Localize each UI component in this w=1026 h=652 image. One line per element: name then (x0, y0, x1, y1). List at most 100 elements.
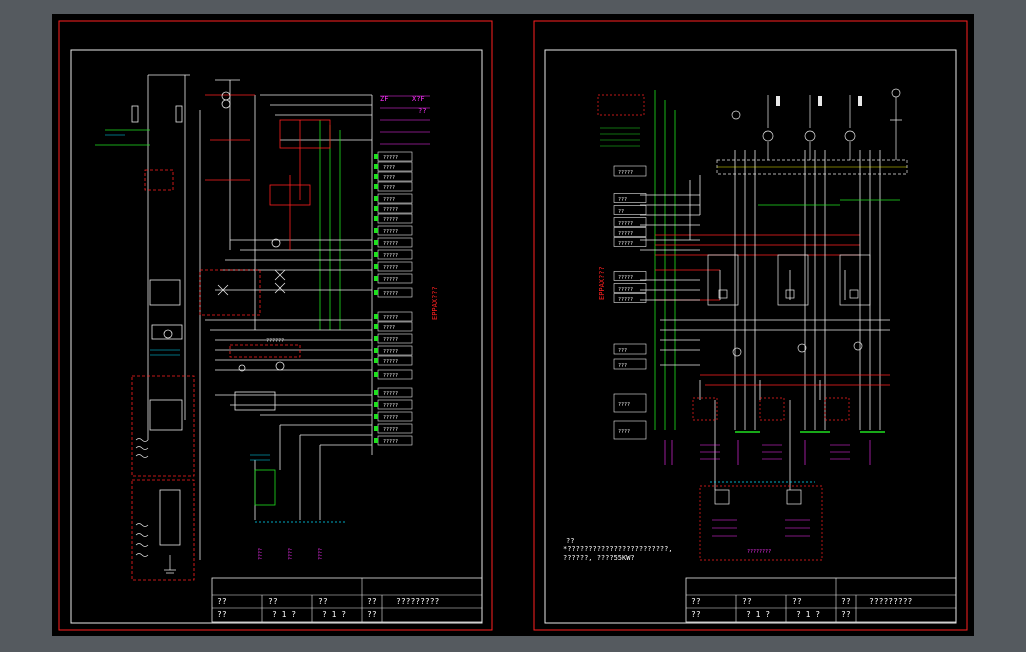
terminal-label: ????? (383, 415, 398, 421)
terminal-label: ????? (383, 207, 398, 213)
sheet1-title-block: ?? ?? ?? ?? ????????? ?? ? 1 ? ? 1 ? ?? (211, 577, 483, 623)
terminal-marker (374, 402, 378, 407)
motor-icon (762, 130, 774, 142)
sheet1-inner-frame (70, 49, 483, 624)
terminal-marker (374, 438, 378, 443)
terminal-marker (374, 252, 378, 257)
sheet1-note-3: ?? (418, 107, 426, 115)
terminal-label: ????? (383, 403, 398, 409)
sheet1-coil-symbols (135, 438, 176, 574)
terminal-label: ????? (383, 373, 398, 379)
sheet2-note-line-2: ??????, ????55KW? (563, 554, 635, 562)
sheet2-vertical-label: EPPAX??? (598, 266, 606, 300)
sheet1-tb-r1c4: ?? (367, 597, 377, 606)
terminal-marker (374, 290, 378, 295)
input-box-label: ???? (618, 429, 630, 435)
sheet1-note-4: ?????? (266, 338, 284, 344)
sheet2-top-loads (731, 88, 902, 160)
terminal-marker (374, 372, 378, 377)
sheet1-tb-r2c2: ? 1 ? (272, 610, 296, 619)
heater-icon (818, 96, 822, 106)
terminal-label: ????? (383, 315, 398, 321)
terminal-marker (374, 348, 378, 353)
terminal-marker (374, 240, 378, 245)
terminal-marker (374, 196, 378, 201)
sheet1-tb-r2c4: ?? (367, 610, 377, 619)
input-box-label: ????? (618, 297, 633, 303)
sheet1-bottom-label-1: ???? (258, 548, 264, 560)
sheet-2-power-circuit: EPPAX??? ???????????????????????????????… (533, 20, 968, 631)
input-box (613, 343, 647, 355)
input-box-label: ????? (618, 231, 633, 237)
terminal-label: ????? (383, 337, 398, 343)
input-box-label: ????? (618, 170, 633, 176)
terminal-label: ????? (383, 439, 398, 445)
sheet2-top-left-annotations (597, 94, 645, 147)
sheet2-tb-r2c4: ?? (841, 610, 851, 619)
sheet1-tb-r1c3: ?? (318, 597, 328, 606)
terminal-marker (374, 154, 378, 159)
input-box (613, 193, 647, 203)
motor-icon (804, 130, 816, 142)
sheet1-bottom-label-3: ???? (318, 548, 324, 560)
terminal-marker (374, 206, 378, 211)
terminal-marker (374, 174, 378, 179)
terminal-label: ???? (383, 165, 395, 171)
terminal-label: ????? (383, 253, 398, 259)
sheet2-tb-r2c1: ?? (691, 610, 701, 619)
terminal-marker (374, 426, 378, 431)
input-box (613, 420, 647, 440)
input-box (613, 393, 647, 413)
sheet-1-control-circuit: ????????????????????????????????????????… (58, 20, 493, 631)
terminal-marker (374, 336, 378, 341)
terminal-label: ????? (383, 241, 398, 247)
sheet1-terminal-strip: ????????????????????????????????????????… (374, 151, 413, 446)
input-box-label: ????? (618, 275, 633, 281)
sheet2-outer-frame (533, 20, 968, 631)
terminal-marker (374, 164, 378, 169)
lamp-lead (890, 97, 902, 160)
sheet2-tb-r2c3: ? 1 ? (796, 610, 820, 619)
sheet1-tb-r2c3: ? 1 ? (322, 610, 346, 619)
sheet1-wiring (95, 74, 373, 560)
terminal-label: ????? (383, 265, 398, 271)
input-box (613, 237, 647, 247)
sheet2-inner-frame (544, 49, 957, 624)
terminal-label: ???? (383, 175, 395, 181)
terminal-marker (374, 324, 378, 329)
sheet1-note-2: X?F (412, 95, 425, 103)
sheet2-tb-r1c4: ?? (841, 597, 851, 606)
terminal-marker (374, 358, 378, 363)
input-box-label: ?? (618, 209, 624, 215)
terminal-marker (374, 184, 378, 189)
terminal-marker (374, 390, 378, 395)
sheet2-bottom-group-label: ???????? (747, 549, 771, 555)
sheet1-tb-r1c1: ?? (217, 597, 227, 606)
input-box-label: ??? (618, 197, 627, 203)
terminal-marker (374, 216, 378, 221)
terminal-marker (374, 414, 378, 419)
input-box (613, 271, 647, 281)
heater-icon (858, 96, 862, 106)
input-box-label: ????? (618, 241, 633, 247)
sheet2-tb-r1c3: ?? (792, 597, 802, 606)
sheet1-tb-r1c2: ?? (268, 597, 278, 606)
sheet2-bottom-relays (714, 489, 802, 505)
input-box-label: ??? (618, 348, 627, 354)
sheet1-tb-r2c1: ?? (217, 610, 227, 619)
input-box-label: ???? (618, 402, 630, 408)
sheet1-components (131, 91, 331, 546)
sheet2-magenta-labels (664, 440, 871, 537)
terminal-marker (374, 276, 378, 281)
input-box-label: ??? (618, 363, 627, 369)
sheet1-vertical-label: EPPAX??? (431, 286, 439, 320)
sheet2-relay-boxes (692, 397, 850, 561)
sheet2-tb-r1c2: ?? (742, 597, 752, 606)
terminal-label: ???? (383, 197, 395, 203)
terminal-label: ????? (383, 277, 398, 283)
terminal-label: ????? (383, 427, 398, 433)
terminal-label: ????? (383, 391, 398, 397)
sheet1-bottom-label-2: ???? (288, 548, 294, 560)
drawing-background (52, 14, 974, 636)
